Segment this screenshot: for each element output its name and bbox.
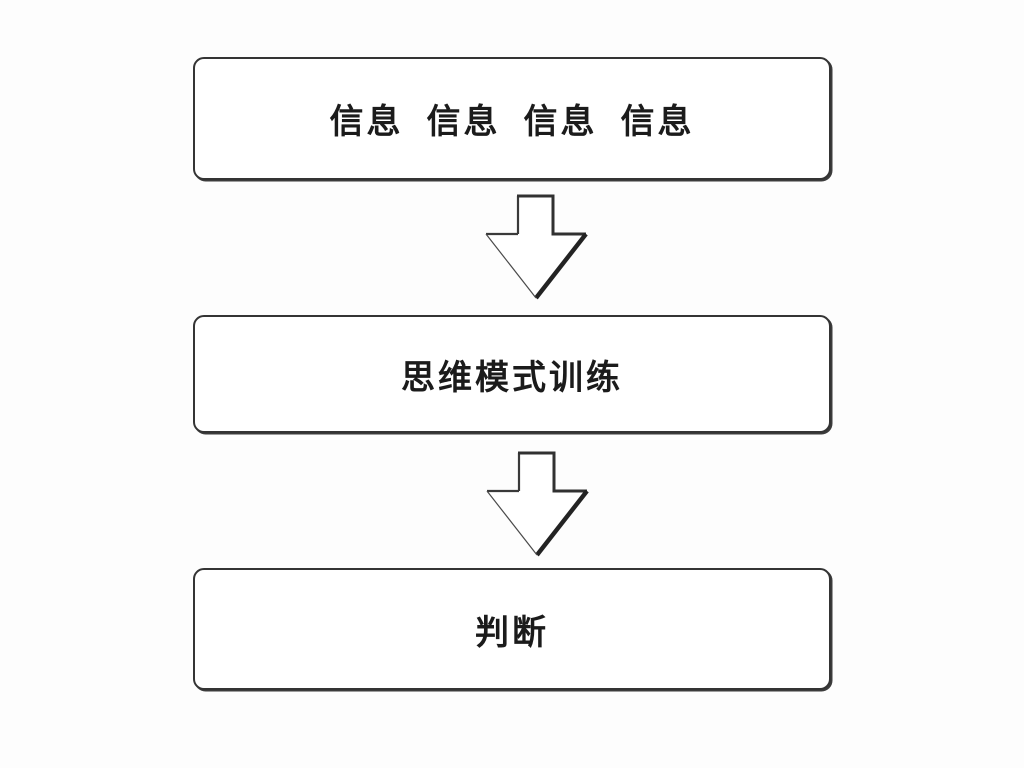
down-arrow-icon (482, 450, 590, 558)
flow-node-information: 信息 信息 信息 信息 (193, 57, 831, 180)
flow-node-information-label: 信息 信息 信息 信息 (329, 104, 695, 141)
flow-node-judgment-label: 判断 (475, 614, 549, 652)
flow-node-thinking-pattern-training: 思维模式训练 (193, 315, 831, 433)
down-arrow-icon (481, 193, 589, 301)
flow-node-thinking-pattern-training-label: 思维模式训练 (401, 359, 623, 397)
flow-node-judgment: 判断 (193, 568, 831, 690)
